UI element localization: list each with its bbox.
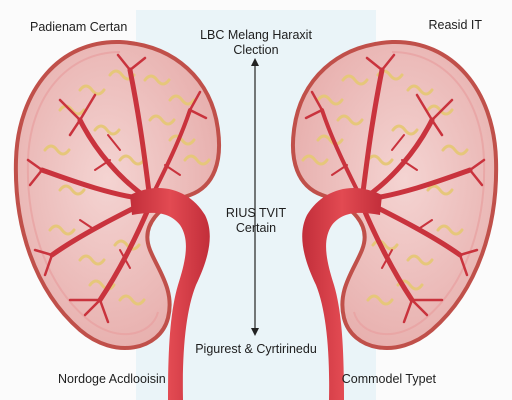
label-center-top-line1: LBC Melang Haraxit — [200, 28, 312, 42]
label-right-top: Reasid IT — [428, 18, 483, 32]
pointer-arrow-bottom — [251, 328, 259, 336]
label-center-mid: RIUS TVIT Certain — [196, 206, 316, 236]
right-renal-vessel — [302, 187, 382, 400]
label-right-bottom: Commodel Typet — [341, 372, 436, 386]
left-renal-vessel — [130, 187, 210, 400]
label-left-bottom: Nordoge Acdlooisin — [58, 372, 166, 386]
label-center-top: LBC Melang Haraxit Clection — [174, 28, 338, 58]
label-left-top: Padienam Certan — [30, 20, 128, 34]
label-center-mid-line2: Certain — [235, 221, 277, 235]
label-center-mid-line1: RIUS TVIT — [225, 206, 287, 220]
label-center-bottom: Pigurest & Cyrtirinedu — [195, 342, 317, 356]
pointer-arrow-top — [251, 58, 259, 66]
label-center-top-line2: Clection — [233, 43, 279, 57]
